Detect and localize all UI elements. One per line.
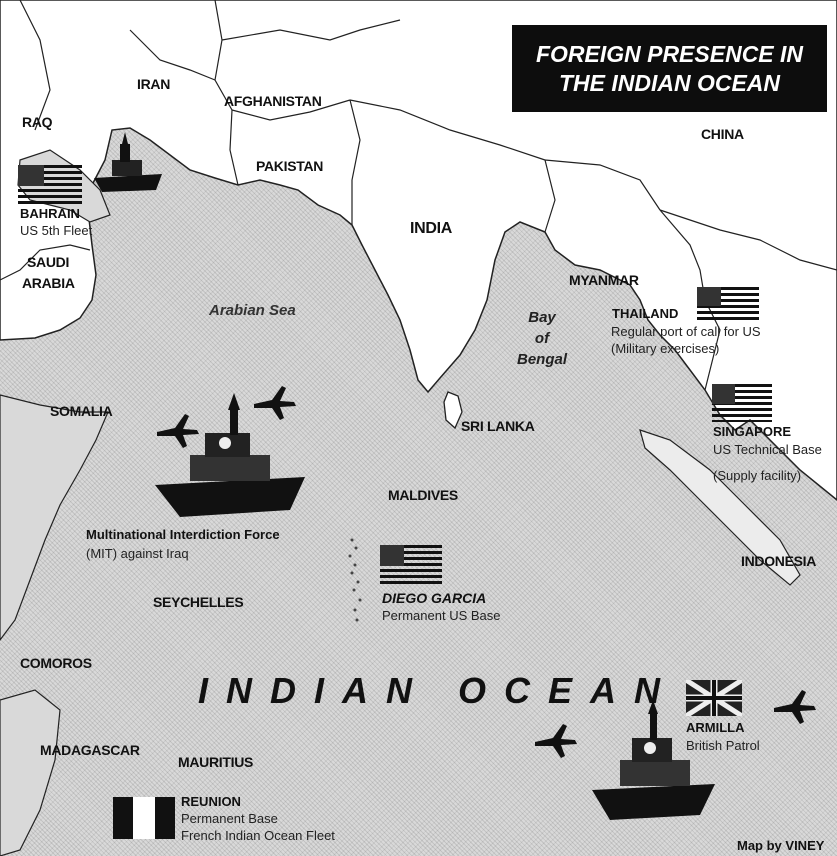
- france-flag-icon: [113, 797, 175, 839]
- label-india: INDIA: [410, 220, 453, 237]
- asia-landmass: [0, 0, 837, 501]
- label-bahrain: BAHRAIN: [20, 206, 80, 221]
- label-reunion: REUNION: [181, 794, 241, 809]
- label-seychelles: SEYCHELLES: [153, 594, 244, 610]
- note-bahrain: US 5th Fleet: [20, 223, 93, 238]
- title-line-2: THE INDIAN OCEAN: [558, 69, 781, 96]
- sumatra-island: [639, 429, 801, 586]
- note-diego-garcia: Permanent US Base: [382, 608, 501, 623]
- jet-aircraft-icon: [157, 414, 199, 448]
- label-iran: IRAN: [137, 76, 171, 92]
- label-saudi-2: ARABIA: [22, 275, 75, 291]
- bay-line-1: Bay: [528, 309, 556, 326]
- label-iraq: RAQ: [22, 114, 53, 130]
- label-diego-garcia: DIEGO GARCIA: [382, 590, 487, 606]
- label-pakistan: PAKISTAN: [256, 158, 324, 174]
- warship-icon-armilla: [592, 700, 715, 820]
- label-madagascar: MADAGASCAR: [40, 742, 140, 758]
- note-armilla: British Patrol: [686, 738, 760, 753]
- label-bay-of-bengal: Bay of Bengal: [512, 307, 572, 370]
- label-indian-ocean: INDIAN OCEAN: [198, 670, 679, 711]
- warship-icon: [94, 132, 162, 192]
- uk-flag-icon: [686, 680, 742, 716]
- label-singapore: SINGAPORE: [713, 424, 792, 439]
- us-flag-icon-singapore: [712, 384, 772, 422]
- label-armilla: ARMILLA: [686, 720, 745, 735]
- label-thailand: THAILAND: [612, 306, 679, 321]
- note-singapore-1: US Technical Base: [713, 442, 822, 457]
- label-indonesia: INDONESIA: [741, 553, 817, 569]
- us-flag-icon-thailand: [697, 287, 759, 320]
- note-thailand-1: Regular port of call for US: [611, 324, 761, 339]
- madagascar-island: [0, 689, 61, 856]
- label-china: CHINA: [701, 126, 744, 142]
- jet-aircraft-icon-3: [535, 724, 577, 758]
- bay-line-2: of: [534, 330, 550, 347]
- label-sri-lanka: SRI LANKA: [461, 418, 535, 434]
- note-reunion-2: French Indian Ocean Fleet: [181, 828, 335, 843]
- label-comoros: COMOROS: [20, 655, 92, 671]
- country-borders: [0, 0, 837, 391]
- map-credit: Map by VINEY: [737, 838, 825, 853]
- label-mauritius: MAURITIUS: [178, 754, 254, 770]
- map-title: FOREIGN PRESENCE IN THE INDIAN OCEAN: [512, 25, 827, 112]
- note-thailand-2: (Military exercises): [611, 341, 720, 356]
- sri-lanka-island: [443, 391, 463, 430]
- note-reunion-1: Permanent Base: [181, 811, 278, 826]
- jet-aircraft-icon-4: [774, 690, 816, 724]
- label-mif: Multinational Interdiction Force: [86, 527, 280, 542]
- note-mif: (MIT) against Iraq: [86, 546, 189, 561]
- note-singapore-2: (Supply facility): [713, 468, 802, 483]
- label-arabian-sea: Arabian Sea: [209, 302, 296, 319]
- title-line-1: FOREIGN PRESENCE IN: [535, 40, 804, 67]
- label-myanmar: MYANMAR: [569, 272, 639, 288]
- africa-horn: [0, 394, 109, 641]
- maldives-islands: [348, 538, 362, 622]
- label-saudi-1: SAUDI: [27, 254, 70, 270]
- warship-icon-mif: [155, 393, 305, 517]
- us-flag-icon: [18, 165, 82, 204]
- label-maldives: MALDIVES: [388, 487, 458, 503]
- label-afghanistan: AFGHANISTAN: [224, 93, 322, 109]
- bay-line-3: Bengal: [516, 351, 567, 368]
- us-flag-icon-diego-garcia: [380, 545, 442, 584]
- label-somalia: SOMALIA: [50, 403, 113, 419]
- jet-aircraft-icon-2: [254, 386, 296, 420]
